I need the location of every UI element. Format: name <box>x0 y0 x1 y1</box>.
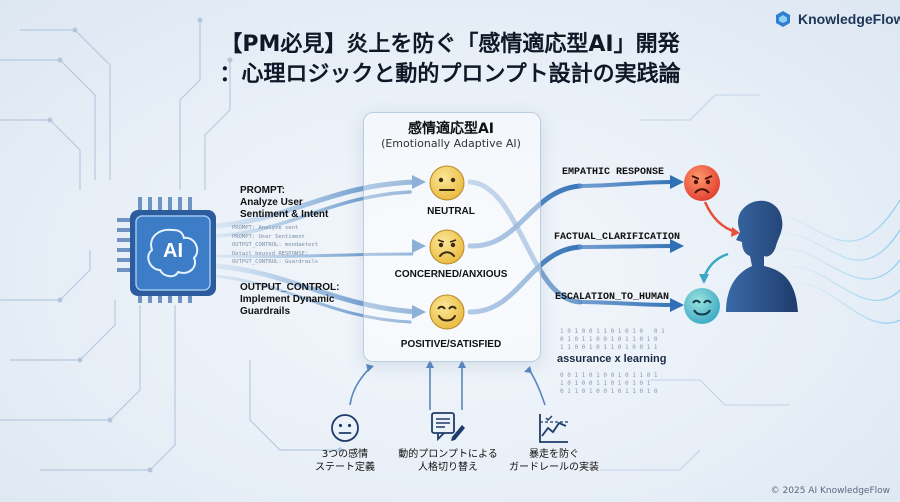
satisfied-face-icon <box>429 294 465 330</box>
route-empathic-response: EMPATHIC RESPONSE <box>562 167 665 178</box>
route-escalation-to-human: ESCALATION_TO_HUMAN <box>555 292 670 303</box>
ai-chip <box>130 210 216 296</box>
panel-subtitle: (Emotionally Adaptive AI) <box>381 137 521 150</box>
guardrail-chart-icon <box>539 414 568 443</box>
feature-guardrails: 暴走を防ぐガードレールの実装 <box>509 449 599 473</box>
state-concerned-label: CONCERNED/ANXIOUS <box>394 269 508 280</box>
assurance-learning-label: assurance x learning <box>557 353 667 365</box>
page-title-line1: 【PM必見】炎上を防ぐ「感情適応型AI」開発 <box>220 32 680 57</box>
route-factual-clarification: FACTUAL_CLARIFICATION <box>554 232 681 243</box>
prompt-label: PROMPT: Analyze User Sentiment & Intent <box>240 185 329 220</box>
brand-logo: KnowledgeFlow <box>774 10 900 28</box>
state-satisfied-label: POSITIVE/SATISFIED <box>400 339 502 350</box>
angry-face-icon <box>684 165 720 201</box>
brand-name: KnowledgeFlow <box>798 11 900 27</box>
neutral-face-icon <box>429 165 465 201</box>
person-silhouette-icon <box>726 200 798 312</box>
calm-face-icon <box>684 288 720 324</box>
copyright-text: © 2025 AI KnowledgeFlow <box>770 486 890 496</box>
chip-label: AI <box>163 240 183 262</box>
feature-dynamic-prompt: 動的プロンプトによる人格切り替え <box>398 449 498 473</box>
concerned-face-icon <box>429 229 465 265</box>
knowledgeflow-logo-icon <box>776 11 790 27</box>
brain-icon <box>147 228 199 278</box>
edit-document-icon <box>431 412 465 442</box>
neutral-face-icon <box>331 414 359 442</box>
page-title-line2: ：心理ロジックと動的プロンプト設計の実践論 <box>219 62 681 87</box>
output-control-label: OUTPUT_CONTROL: Implement Dynamic Guardr… <box>240 282 340 317</box>
feature-emotion-states: 3つの感情ステート定義 <box>315 449 375 473</box>
state-neutral-label: NEUTRAL <box>427 206 475 217</box>
panel-title: 感情適応型AI <box>407 121 495 137</box>
